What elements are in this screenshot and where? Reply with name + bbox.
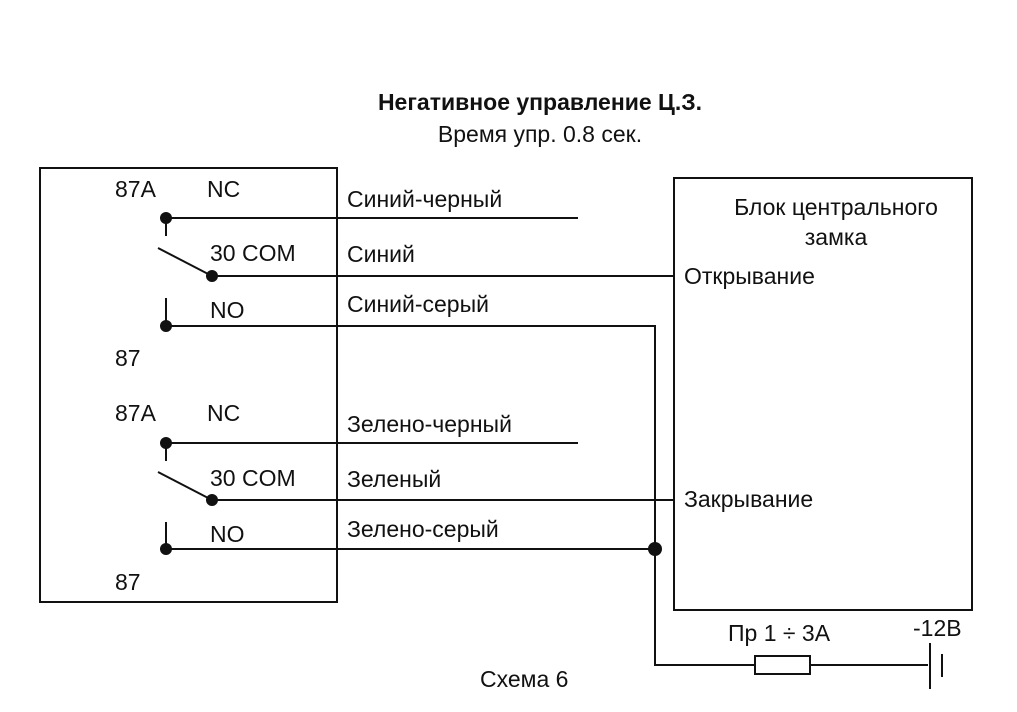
relay-1-no-pin: 87 [115,345,141,371]
relay-block [39,167,338,603]
central-lock-unit [673,177,973,611]
wire-junction-dot [648,542,662,556]
diagram-title: Негативное управление Ц.З. [378,89,702,115]
diagram-caption: Схема 6 [480,666,568,692]
relay-1: 87A NC 30 COM NO 87 [115,176,755,666]
relay-2-com-label: 30 COM [210,465,296,491]
relay-2-no-pin: 87 [115,569,141,595]
lock-unit-title-line2: замка [805,224,868,250]
lock-unit-open-label: Открывание [684,263,815,289]
relay-2-switch-arm [157,471,213,501]
relay-1-nc-pin: 87A [115,176,157,202]
wire-label-green: Зеленый [347,466,441,492]
fuse-label: Пр 1 ÷ 3А [728,620,831,646]
wire-label-blue-gray: Синий-серый [347,291,489,317]
relay-1-nc-label: NC [207,176,240,202]
wire-label-blue-black: Синий-черный [347,186,502,212]
relay-2: 87A NC 30 COM NO 87 [115,400,674,595]
wire-label-green-black: Зелено-черный [347,411,512,437]
lock-unit-title-line1: Блок центрального [734,194,938,220]
wire-blue-gray [166,325,755,666]
wire-label-green-gray: Зелено-серый [347,516,499,542]
fuse-symbol [754,655,811,675]
diagram-subtitle: Время упр. 0.8 сек. [438,121,642,147]
wire-label-blue: Синий [347,241,415,267]
relay-2-nc-label: NC [207,400,240,426]
relay-2-nc-pin: 87A [115,400,157,426]
relay-1-switch-arm [157,247,213,277]
lock-unit-close-label: Закрывание [684,486,813,512]
relay-2-no-label: NO [210,521,245,547]
battery-label: -12В [913,615,962,641]
relay-1-no-label: NO [210,297,245,323]
relay-1-com-label: 30 COM [210,240,296,266]
